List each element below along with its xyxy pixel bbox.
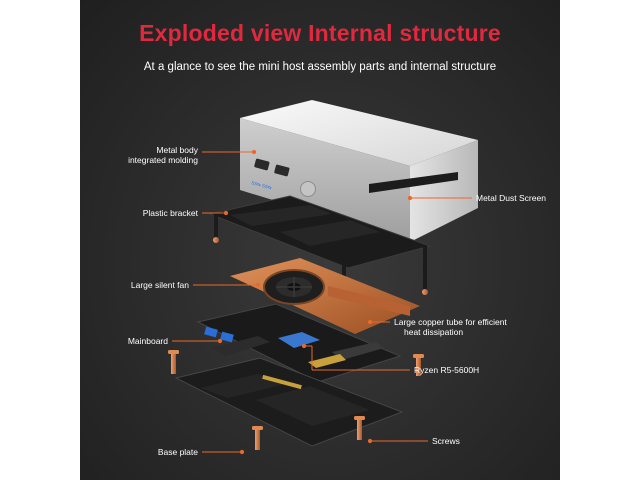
- plastic-bracket: [208, 195, 432, 295]
- page-subtitle: At a glance to see the mini host assembl…: [143, 61, 497, 73]
- svg-text:SS⇆ SS⇆: SS⇆ SS⇆: [251, 180, 273, 190]
- mainboard: [196, 303, 402, 383]
- label-mainboard: Mainboard: [127, 336, 168, 346]
- label-metal-body-line2: integrated molding: [128, 155, 198, 165]
- label-plastic-bracket: Plastic bracket: [142, 208, 198, 218]
- fan-and-heatsink: [230, 258, 420, 334]
- label-metal-dust-screen: Metal Dust Screen: [476, 193, 546, 203]
- label-copper-tube-line2: heat dissipation: [404, 327, 464, 337]
- cpu-chip: [278, 332, 320, 348]
- screws: [168, 350, 424, 450]
- label-metal-body-line1: Metal body: [156, 145, 198, 155]
- label-screws: Screws: [432, 436, 460, 446]
- label-metal-body: Metal body integrated molding: [110, 145, 198, 165]
- label-base-plate: Base plate: [157, 447, 198, 457]
- exploded-view-illustration: SS⇆ SS⇆: [168, 100, 478, 455]
- product-infographic: Exploded view Internal structure At a gl…: [80, 0, 560, 480]
- metal-body-case: SS⇆ SS⇆: [240, 100, 478, 242]
- label-large-silent-fan: Large silent fan: [130, 280, 189, 290]
- leader-lines: [172, 149, 472, 455]
- label-copper-tube-line1: Large copper tube for efficient: [394, 317, 507, 327]
- base-plate: [174, 357, 404, 447]
- page-title: Exploded view Internal structure: [139, 20, 501, 46]
- label-copper-tube: Large copper tube for efficient heat dis…: [394, 317, 507, 337]
- label-cpu: Ryzen R5-5600H: [414, 365, 480, 375]
